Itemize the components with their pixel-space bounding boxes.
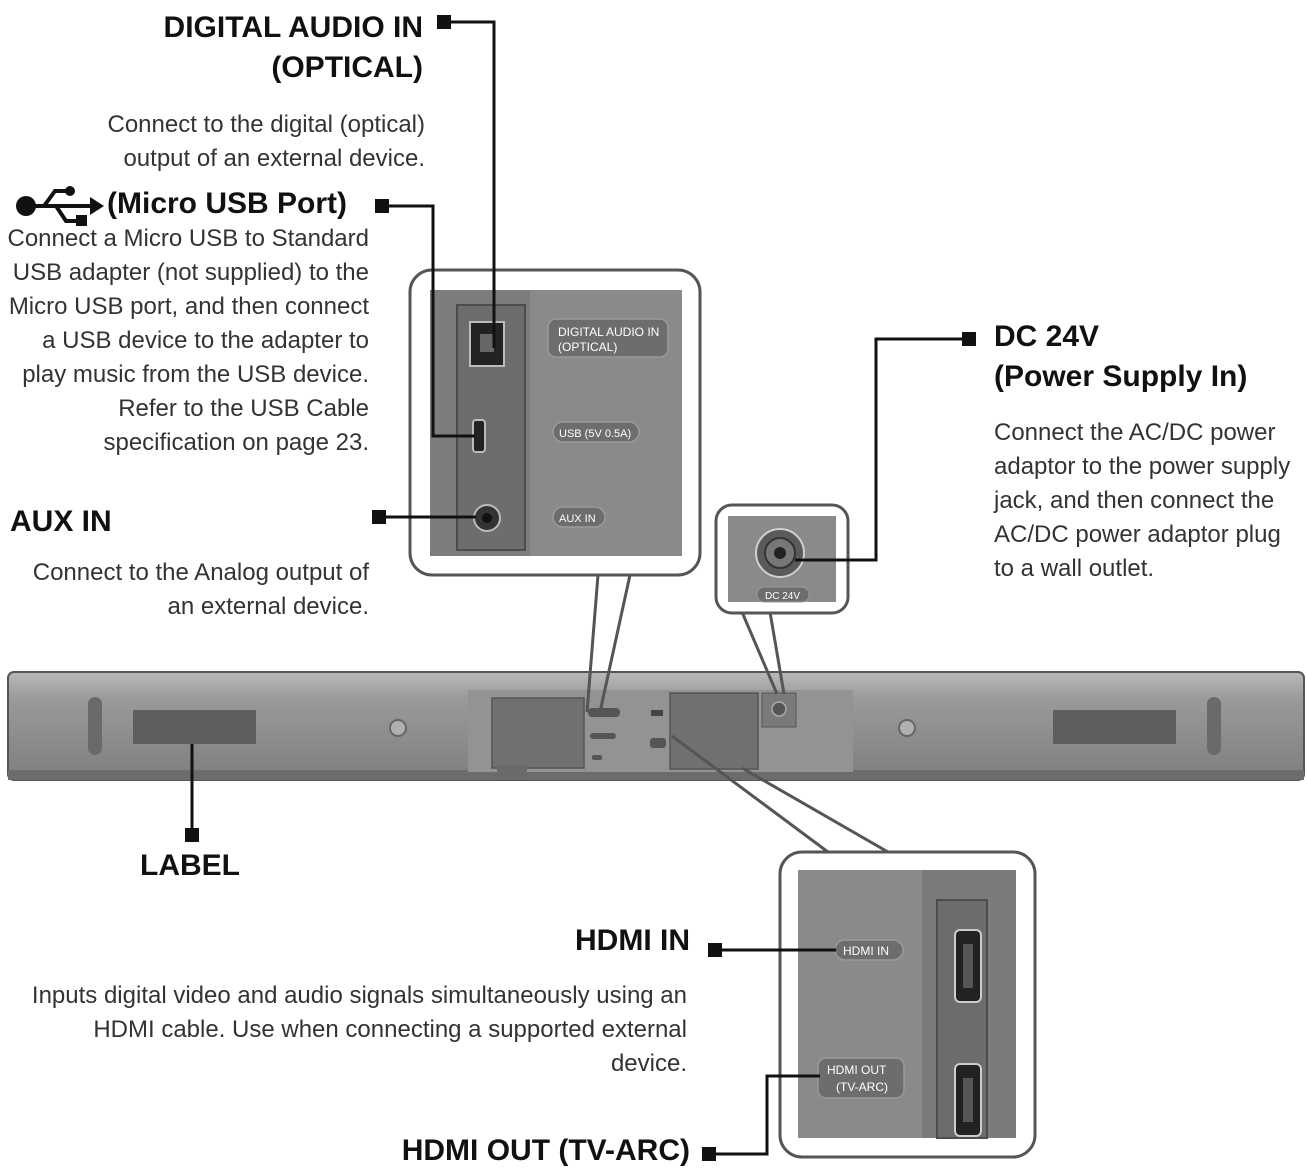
left-grip: [88, 697, 102, 755]
zoom-panel-hdmi: HDMI IN HDMI OUT (TV-ARC): [778, 850, 1037, 1159]
leader-optical: [445, 20, 496, 348]
aux-in-description: Connect to the Analog output of an exter…: [32, 559, 369, 620]
left-port-cavity: [491, 697, 585, 769]
digital-audio-in-title: DIGITAL AUDIO IN (OPTICAL): [163, 11, 423, 84]
panel-label-aux: AUX IN: [559, 513, 596, 525]
dc-24v-description: Connect the AC/DC power adaptor to the p…: [994, 419, 1291, 582]
label-plate-left: [133, 710, 256, 744]
dc-jack-on-bar: [771, 701, 787, 717]
leader-lines: [190, 20, 962, 1156]
leader-hdmi-out: [714, 1074, 820, 1156]
digital-audio-in-description: Connect to the digital (optical) output …: [107, 111, 425, 172]
leader-end-markers: [185, 15, 976, 1161]
screw-left: [389, 719, 407, 737]
zoom-panel-left: DIGITAL AUDIO IN (OPTICAL) USB (5V 0.5A)…: [408, 268, 702, 577]
micro-usb-title: (Micro USB Port): [107, 187, 347, 220]
micro-usb-description: Connect a Micro USB to Standard USB adap…: [7, 225, 369, 456]
screw-right: [898, 719, 916, 737]
leader-dc: [795, 337, 962, 562]
label-title: LABEL: [140, 849, 240, 882]
soundbar-body: [7, 671, 1305, 781]
hdmi-port-cavity: [669, 692, 759, 770]
label-plate-right: [1053, 710, 1176, 744]
hdmi-in-title: HDMI IN: [575, 924, 690, 957]
panel-label-optical-2: (OPTICAL): [558, 340, 617, 354]
panel-label-hdmi-in: HDMI IN: [843, 944, 889, 958]
aux-in-title: AUX IN: [10, 505, 112, 538]
dc-24v-title: DC 24V (Power Supply In): [994, 320, 1248, 393]
usb-trident-icon: [16, 186, 104, 226]
right-grip: [1207, 697, 1221, 755]
panel-label-hdmi-out-2: (TV-ARC): [836, 1080, 888, 1094]
hdmi-in-description: Inputs digital video and audio signals s…: [31, 982, 687, 1077]
panel-label-dc: DC 24V: [765, 591, 800, 602]
panel-label-usb: USB (5V 0.5A): [559, 428, 631, 440]
leader-usb: [383, 204, 475, 438]
panel-label-optical-1: DIGITAL AUDIO IN: [558, 325, 659, 339]
hdmi-out-title: HDMI OUT (TV-ARC): [401, 1134, 690, 1167]
panel-label-hdmi-out-1: HDMI OUT: [827, 1063, 887, 1077]
zoom-wedges: [585, 574, 889, 854]
